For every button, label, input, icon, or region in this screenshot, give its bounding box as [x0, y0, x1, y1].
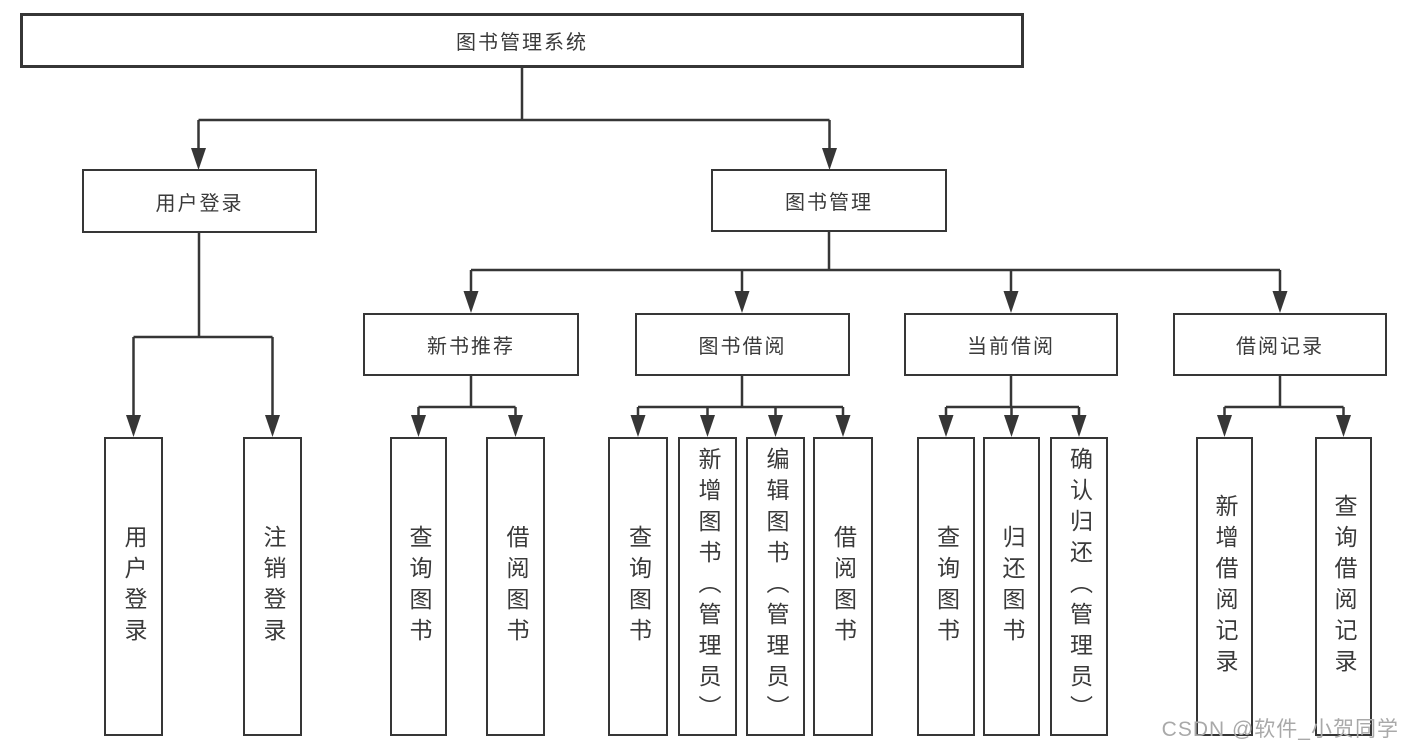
arrowhead: [411, 415, 426, 437]
leaf-borrow-books-borrowing: 借阅图书: [813, 437, 873, 736]
connector-line: [469, 232, 1282, 292]
node-label: 新书推荐: [427, 336, 515, 358]
node-borrowing-records: 借阅记录: [1173, 313, 1387, 376]
connector-book-management-children: [463, 232, 1288, 313]
connector-user-login-children: [126, 232, 280, 437]
leaf-logout: 注销登录: [243, 437, 302, 736]
connector-line: [944, 376, 1081, 416]
arrowhead: [265, 415, 280, 437]
node-book-management: 图书管理: [711, 169, 947, 232]
node-label: 用户登录: [155, 192, 244, 215]
arrowhead: [463, 291, 479, 313]
node-new-book-recommendation: 新书推荐: [363, 313, 579, 376]
csdn-watermark: CSDN @软件_小贺同学: [1161, 718, 1399, 741]
connector-line: [1223, 376, 1345, 416]
connector-new-book-children: [411, 376, 523, 437]
node-label: 查询借阅记录: [1331, 493, 1357, 680]
connector-book-borrowing-children: [630, 376, 851, 437]
arrowhead: [191, 148, 206, 170]
node-label: 图书管理: [785, 192, 873, 214]
node-label: 编辑图书（管理员）: [763, 447, 789, 726]
leaf-borrow-books-recommend: 借阅图书: [486, 437, 545, 736]
arrowhead: [835, 415, 851, 437]
node-label: 查询图书: [406, 524, 432, 649]
arrowhead: [822, 148, 837, 170]
node-label: 查询图书: [625, 524, 652, 649]
arrowhead: [508, 415, 523, 437]
leaf-query-books-recommend: 查询图书: [390, 437, 447, 736]
arrowhead: [126, 415, 141, 437]
node-label: 用户登录: [121, 524, 147, 649]
arrowhead: [734, 291, 750, 313]
leaf-query-books-borrowing: 查询图书: [608, 437, 668, 736]
arrowhead: [630, 415, 646, 437]
node-label: 图书管理系统: [456, 32, 588, 54]
node-book-borrowing: 图书借阅: [635, 313, 850, 376]
node-label: 图书借阅: [698, 336, 787, 358]
connector-current-borrowing-children: [938, 376, 1087, 437]
leaf-query-books-current: 查询图书: [917, 437, 975, 736]
leaf-return-books: 归还图书: [983, 437, 1040, 736]
node-current-borrowing: 当前借阅: [904, 313, 1118, 376]
leaf-confirm-return-admin: 确认归还（管理员）: [1050, 437, 1108, 736]
arrowhead: [1272, 291, 1288, 313]
leaf-user-login: 用户登录: [104, 437, 163, 736]
leaf-edit-book-admin: 编辑图书（管理员）: [746, 437, 805, 736]
connector-root-to-level1: [191, 68, 837, 170]
arrowhead: [1004, 415, 1019, 437]
connector-line: [417, 376, 517, 416]
leaf-add-book-admin: 新增图书（管理员）: [678, 437, 737, 736]
node-label: 借阅图书: [503, 524, 529, 649]
connector-borrowing-records-children: [1217, 376, 1351, 437]
arrowhead: [1071, 415, 1087, 437]
node-user-login: 用户登录: [82, 169, 317, 233]
arrowhead: [1003, 291, 1019, 313]
node-label: 查询图书: [933, 524, 960, 649]
node-root-library-management-system: 图书管理系统: [20, 13, 1024, 68]
connector-line: [132, 232, 274, 416]
connector-line: [636, 376, 845, 416]
node-label: 当前借阅: [967, 336, 1055, 358]
node-label: 借阅记录: [1236, 336, 1324, 358]
node-label: 确认归还（管理员）: [1066, 447, 1093, 726]
node-label: 归还图书: [999, 524, 1025, 649]
arrowhead: [768, 415, 783, 437]
arrowhead: [938, 415, 954, 437]
arrowhead: [1336, 415, 1351, 437]
arrowhead: [1217, 415, 1232, 437]
node-label: 新增图书（管理员）: [695, 447, 721, 726]
arrowhead: [700, 415, 715, 437]
leaf-add-borrow-record: 新增借阅记录: [1196, 437, 1253, 736]
node-label: 借阅图书: [830, 524, 857, 649]
leaf-query-borrow-record: 查询借阅记录: [1315, 437, 1372, 736]
connector-line: [197, 68, 831, 149]
node-label: 新增借阅记录: [1212, 493, 1238, 680]
node-label: 注销登录: [260, 524, 286, 649]
